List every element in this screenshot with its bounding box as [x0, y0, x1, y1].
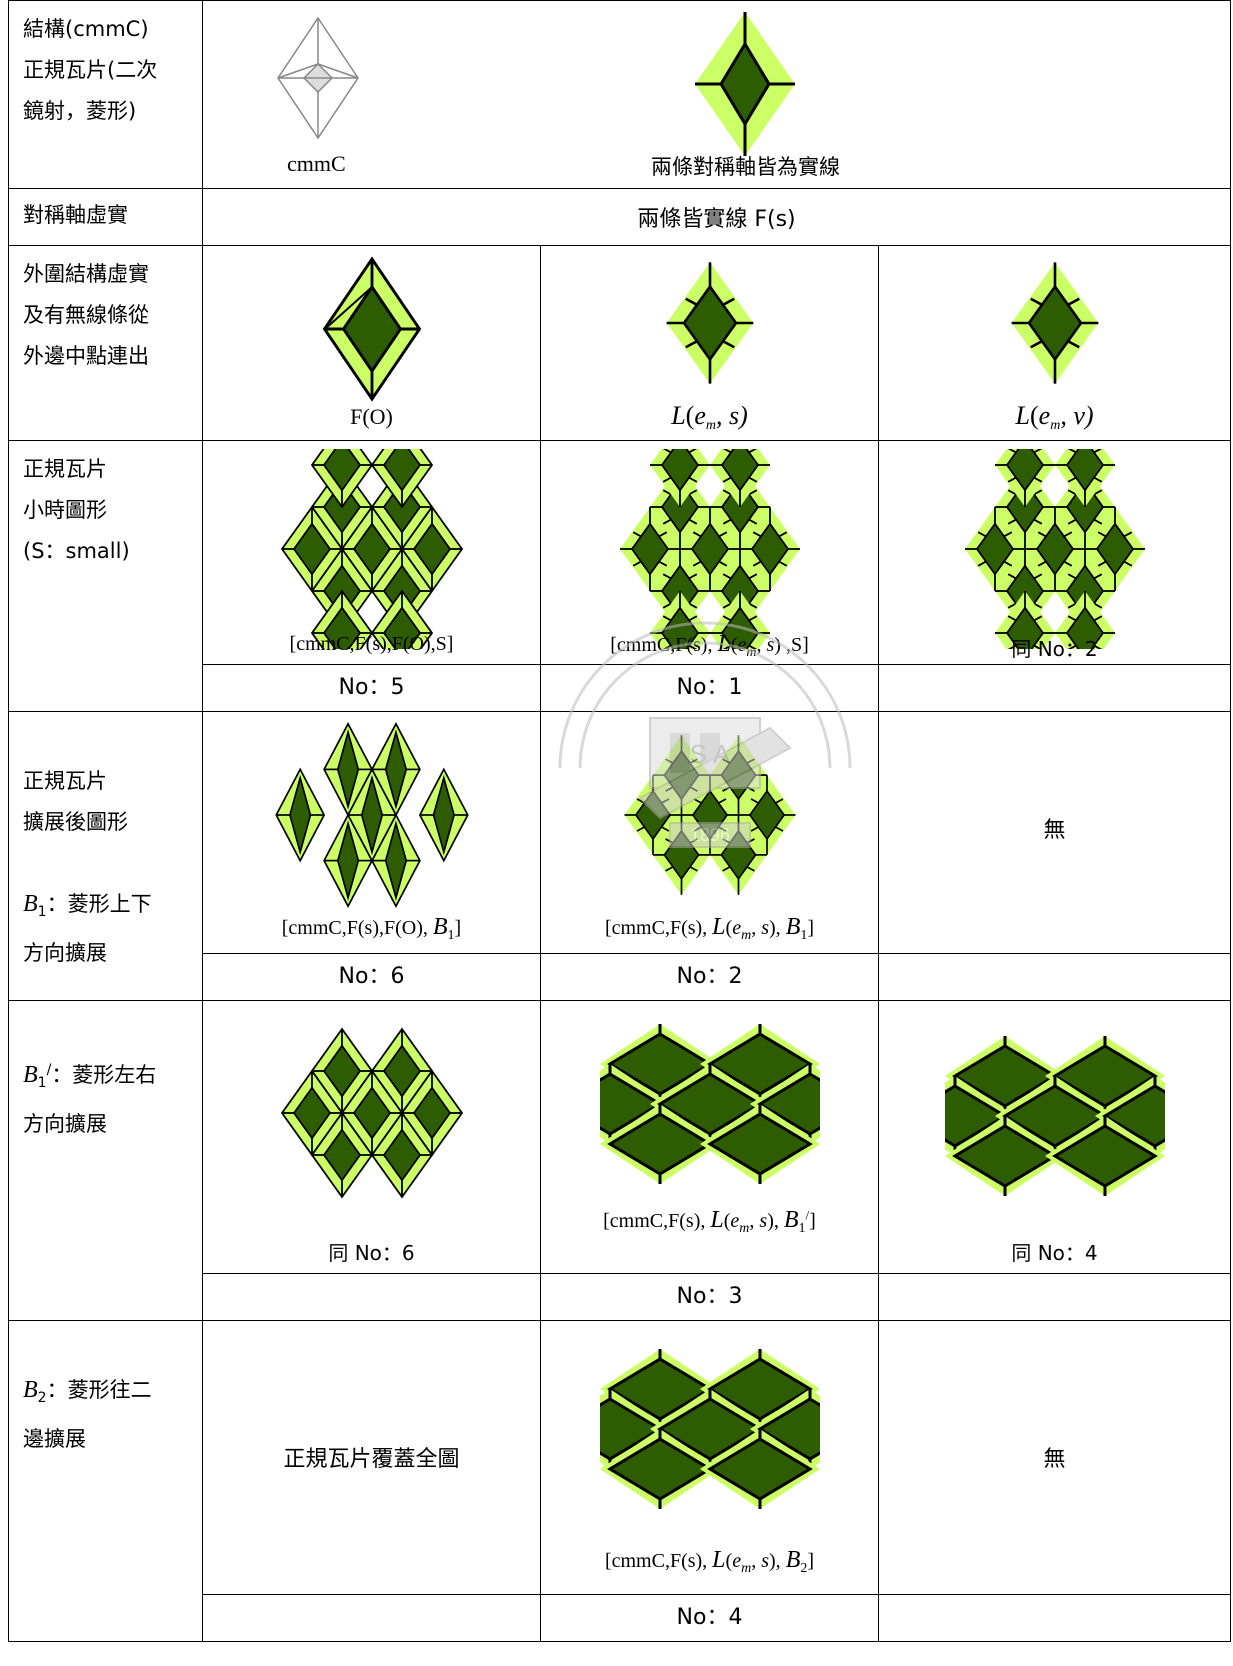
- b1p-pattern-lemv: [944, 1034, 1165, 1198]
- b2-no-2-cell: No：4: [540, 1594, 879, 1642]
- b1-no-2: No：2: [676, 964, 743, 989]
- b1p-no-2-cell: No：3: [540, 1273, 879, 1321]
- axis-value-cell: 兩條皆實線 F(s): [201, 188, 1232, 246]
- b2-fig-1-cell: 正規瓦片覆蓋全圖: [202, 1320, 541, 1595]
- structure-figure-cell: cmmC 兩條對稱軸皆為實線: [201, 0, 1232, 189]
- b1p-fig-2-cell: [cmmC,F(s), L(em, s), B1/]: [540, 1000, 879, 1274]
- b1-no-1: No：6: [338, 964, 405, 989]
- b1-pattern-lems: [623, 734, 796, 896]
- lemv-caption: L(em, v): [1015, 401, 1094, 433]
- b1-no-1-cell: No：6: [202, 953, 541, 1001]
- axis-value: 兩條皆實線 F(s): [637, 207, 796, 232]
- small-pattern-lemv: [963, 449, 1146, 649]
- b1p-label: B1/：菱形左右 方向擴展: [23, 1062, 157, 1136]
- b1-caption-3: 無: [1043, 818, 1066, 843]
- b2-caption-1: 正規瓦片覆蓋全圖: [283, 1447, 460, 1472]
- outer-lemv-cell: L(em, v): [877, 245, 1232, 441]
- b2-fig-3-cell: 無: [877, 1320, 1232, 1595]
- structure-label-cell: 結構(cmmC) 正規瓦片(二次 鏡射，菱形): [8, 0, 203, 189]
- b1-pattern-fo: [274, 722, 469, 908]
- b1-label: 正規瓦片 擴展後圖形 B1：菱形上下 方向擴展: [23, 769, 152, 965]
- b2-no-1-cell: [202, 1594, 541, 1642]
- small-label: 正規瓦片 小時圖形 (S：small): [23, 457, 130, 563]
- small-no-3-cell: [877, 664, 1232, 712]
- b1-no-3-cell: [877, 953, 1232, 1001]
- b1p-caption-1: 同 No：6: [328, 1241, 415, 1265]
- b1-fig-2-cell: [cmmC,F(s), L(em, s), B1]: [540, 711, 879, 954]
- b2-fig-2-cell: [cmmC,F(s), L(em, s), B2]: [540, 1320, 879, 1595]
- cmmc-outline-diamond: [277, 16, 359, 140]
- b1p-label-cell: B1/：菱形左右 方向擴展: [8, 1000, 203, 1321]
- outer-label-cell: 外圍結構虛實 及有無線條從 外邊中點連出: [8, 245, 203, 441]
- small-fig-2-cell: [cmmC,F(s), L(em, s) ,S]: [540, 440, 879, 665]
- b1p-pattern-fo: [280, 1028, 463, 1198]
- axis-label-cell: 對稱軸虛實: [8, 188, 203, 246]
- axis-label: 對稱軸虛實: [23, 203, 128, 227]
- b1p-no-2: No：3: [676, 1284, 743, 1309]
- small-no-1-cell: No：5: [202, 664, 541, 712]
- small-label-cell: 正規瓦片 小時圖形 (S：small): [8, 440, 203, 712]
- b1p-fig-3-cell: 同 No：4: [877, 1000, 1232, 1274]
- b1p-caption-2: [cmmC,F(s), L(em, s), B1/]: [603, 1207, 816, 1236]
- small-no-2: No：1: [676, 675, 743, 700]
- small-pattern-lems: [618, 449, 801, 649]
- pattern-table: 結構(cmmC) 正規瓦片(二次 鏡射，菱形) cmmC 兩條對稱: [8, 0, 1232, 1642]
- outer-lems-cell: L(em, s): [540, 245, 879, 441]
- fo-tile: [322, 257, 421, 401]
- b1p-no-3-cell: [877, 1273, 1232, 1321]
- b2-pattern-lems: [599, 1347, 820, 1511]
- b1-caption-1: [cmmC,F(s),F(O), B1]: [281, 914, 462, 943]
- b1-caption-2: [cmmC,F(s), L(em, s), B1]: [604, 914, 815, 943]
- small-no-2-cell: No：1: [540, 664, 879, 712]
- b1-fig-1-cell: [cmmC,F(s),F(O), B1]: [202, 711, 541, 954]
- small-no-1: No：5: [338, 675, 405, 700]
- small-caption-3: 同 No：2: [1011, 637, 1098, 661]
- b2-caption-3: 無: [1043, 1447, 1066, 1472]
- small-pattern-fo: [280, 449, 463, 649]
- solid-axes-diamond: [695, 12, 795, 156]
- lems-caption: L(em, s): [671, 401, 748, 433]
- b2-label-cell: B2：菱形往二 邊擴展: [8, 1320, 203, 1642]
- lems-tile: [664, 261, 755, 385]
- b1-fig-3-cell: 無: [877, 711, 1232, 954]
- small-fig-1-cell: [cmmC,F(s),F(O),S]: [202, 440, 541, 665]
- cmmc-caption: cmmC: [287, 151, 346, 176]
- outer-label: 外圍結構虛實 及有無線條從 外邊中點連出: [23, 262, 149, 368]
- b2-no-3-cell: [877, 1594, 1232, 1642]
- b1p-fig-1-cell: 同 No：6: [202, 1000, 541, 1274]
- fo-caption: F(O): [350, 404, 393, 429]
- b2-no-2: No：4: [676, 1605, 743, 1630]
- structure-label: 結構(cmmC) 正規瓦片(二次 鏡射，菱形): [23, 17, 158, 123]
- b1p-caption-3: 同 No：4: [1011, 1241, 1098, 1265]
- small-caption-1: [cmmC,F(s),F(O),S]: [289, 633, 454, 655]
- b1p-no-1-cell: [202, 1273, 541, 1321]
- outer-fo-cell: F(O): [202, 245, 541, 441]
- b2-label: B2：菱形往二 邊擴展: [23, 1377, 152, 1451]
- b1-label-cell: 正規瓦片 擴展後圖形 B1：菱形上下 方向擴展: [8, 711, 203, 1001]
- b2-caption-2: [cmmC,F(s), L(em, s), B2]: [604, 1547, 815, 1576]
- solid-axes-caption: 兩條對稱軸皆為實線: [651, 155, 840, 179]
- small-fig-3-cell: 同 No：2: [877, 440, 1232, 665]
- small-caption-2: [cmmC,F(s), L(em, s) ,S]: [610, 631, 809, 660]
- b1-no-2-cell: No：2: [540, 953, 879, 1001]
- lemv-tile: [1009, 261, 1100, 385]
- b1p-pattern-lems: [599, 1022, 820, 1186]
